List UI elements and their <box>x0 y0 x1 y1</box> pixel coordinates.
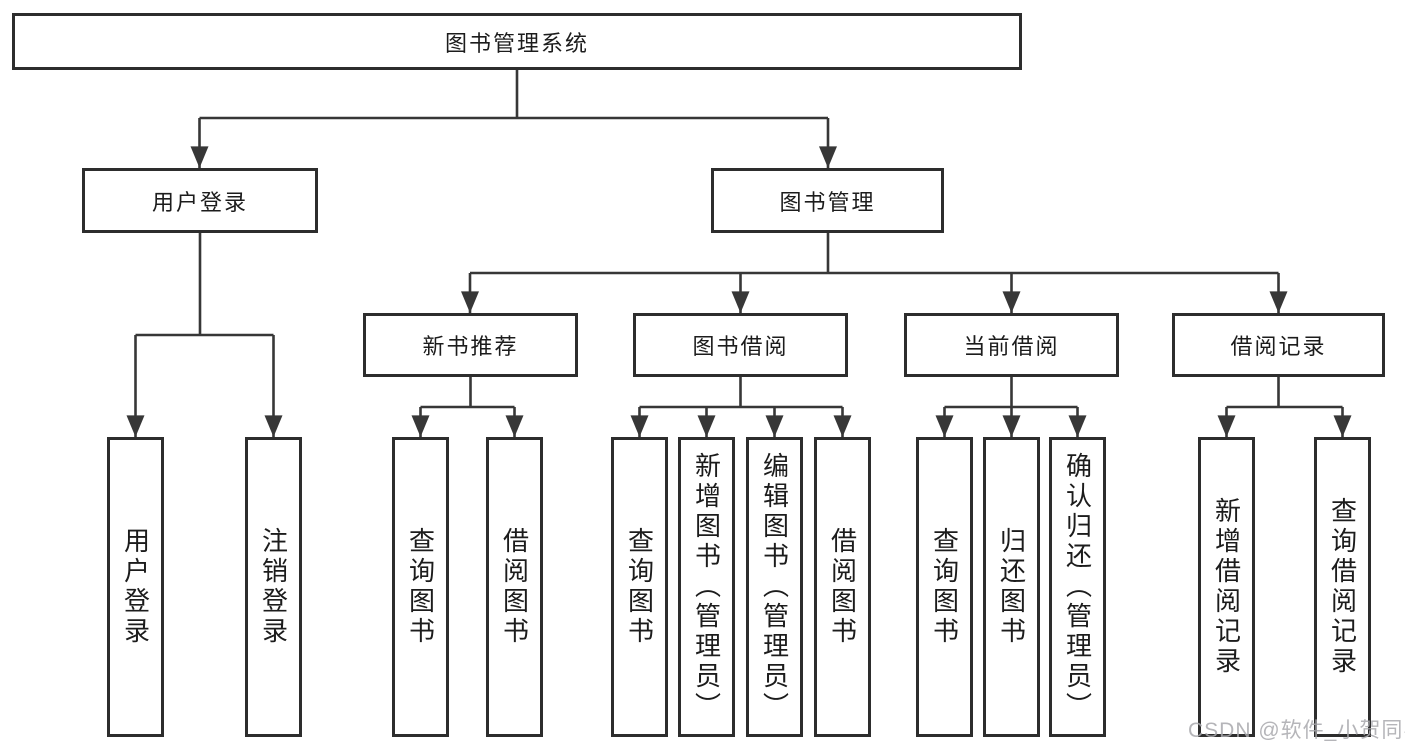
node-leaf-user-login: 用户登录 <box>107 437 164 737</box>
node-label: 查询图书 <box>624 527 655 647</box>
node-label: 注销登录 <box>258 527 289 647</box>
node-label: 图书管理 <box>779 189 876 215</box>
node-leaf-current-query-book: 查询图书 <box>916 437 973 737</box>
node-label: 查询图书 <box>929 527 960 647</box>
node-leaf-add-borrow-record: 新增借阅记录 <box>1198 437 1255 737</box>
node-leaf-recommend-borrow-book: 借阅图书 <box>486 437 543 737</box>
csdn-watermark: CSDN @软件_小贺同学 <box>1188 719 1405 742</box>
node-label: 查询借阅记录 <box>1327 497 1358 677</box>
node-label: 新增图书（管理员） <box>691 452 722 722</box>
node-label: 查询图书 <box>405 527 436 647</box>
node-current-borrowing: 当前借阅 <box>904 313 1119 377</box>
node-label: 新增借阅记录 <box>1211 497 1242 677</box>
node-label: 确认归还（管理员） <box>1062 452 1093 722</box>
node-leaf-logout: 注销登录 <box>245 437 302 737</box>
node-root-system: 图书管理系统 <box>12 13 1022 70</box>
node-label: 借阅记录 <box>1230 334 1327 359</box>
node-label: 当前借阅 <box>963 334 1060 359</box>
node-leaf-borrow-borrow-book: 借阅图书 <box>814 437 871 737</box>
node-label: 图书借阅 <box>692 334 789 359</box>
node-borrowing-records: 借阅记录 <box>1172 313 1385 377</box>
node-leaf-query-borrow-record: 查询借阅记录 <box>1314 437 1371 737</box>
node-leaf-current-return-book: 归还图书 <box>983 437 1040 737</box>
node-label: 借阅图书 <box>827 527 858 647</box>
node-label: 编辑图书（管理员） <box>759 452 790 722</box>
node-leaf-borrow-query-book: 查询图书 <box>611 437 668 737</box>
node-label: 借阅图书 <box>499 527 530 647</box>
node-label: 用户登录 <box>151 189 248 215</box>
node-new-book-recommend: 新书推荐 <box>363 313 578 377</box>
node-leaf-borrow-add-book-admin: 新增图书（管理员） <box>678 437 735 737</box>
node-leaf-recommend-query-book: 查询图书 <box>392 437 449 737</box>
node-leaf-borrow-edit-book-admin: 编辑图书（管理员） <box>746 437 803 737</box>
node-label: 新书推荐 <box>422 334 519 359</box>
node-leaf-current-confirm-return-admin: 确认归还（管理员） <box>1049 437 1106 737</box>
node-label: 用户登录 <box>120 527 151 647</box>
node-label: 图书管理系统 <box>444 30 589 56</box>
node-label: 归还图书 <box>996 527 1027 647</box>
node-book-borrowing: 图书借阅 <box>633 313 848 377</box>
node-user-login: 用户登录 <box>82 168 318 233</box>
node-book-management: 图书管理 <box>711 168 944 233</box>
